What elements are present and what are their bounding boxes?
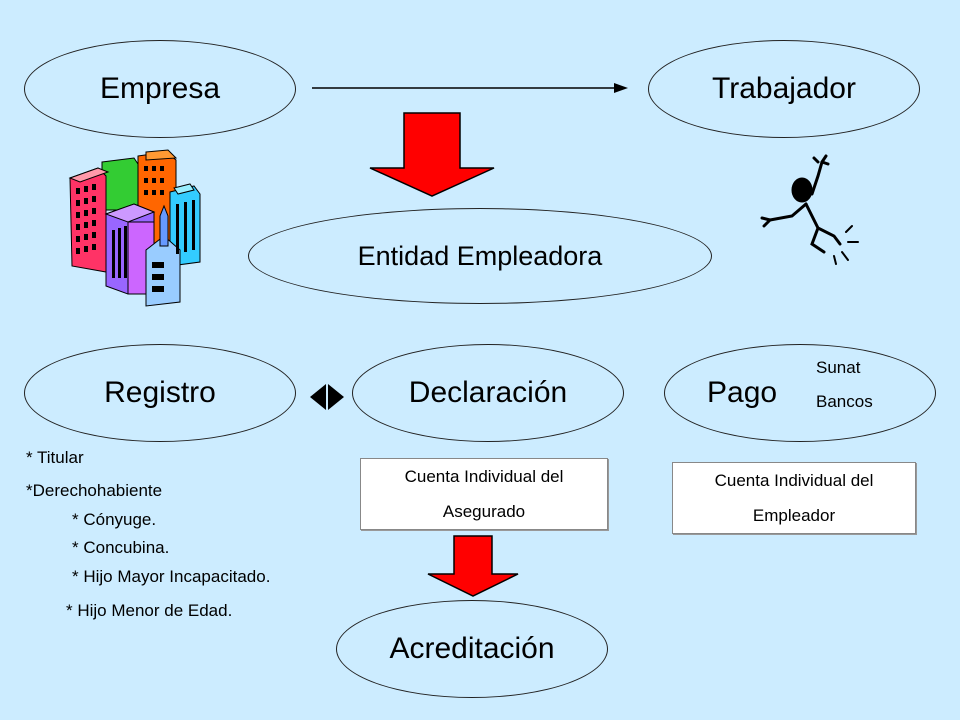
list-item: * Cónyuge. — [72, 510, 157, 529]
list-item: * Hijo Menor de Edad. — [66, 601, 233, 620]
list-item: * Hijo Mayor Incapacitado. — [72, 567, 271, 586]
node-pago-label: Pago — [707, 376, 778, 409]
box-asegurado-line-2: Asegurado — [442, 502, 526, 521]
pago-option-sunat: Sunat — [816, 358, 861, 377]
list-item: *Derechohabiente — [26, 481, 163, 500]
jumping-person-clipart — [760, 154, 859, 265]
list-item: * Titular — [26, 448, 84, 467]
down-arrow-to-acreditacion — [427, 535, 519, 597]
node-acreditacion: Acreditación — [336, 600, 608, 698]
cuenta-individual-asegurado-box: Cuenta Individual del Asegurado — [360, 458, 608, 530]
empresa-to-trabajador-arrow — [312, 83, 628, 93]
cuenta-individual-empleador-box: Cuenta Individual del Empleador — [672, 462, 916, 534]
node-empresa-label: Empresa — [99, 72, 221, 105]
node-entidad-empleadora: Entidad Empleadora — [248, 208, 712, 304]
node-acreditacion-label: Acreditación — [389, 632, 555, 665]
node-declaracion: Declaración — [352, 344, 624, 442]
buildings-clipart — [68, 149, 201, 307]
node-entidad-label: Entidad Empleadora — [357, 240, 603, 271]
registro-declaracion-double-arrow — [310, 384, 344, 410]
node-registro-label: Registro — [104, 376, 216, 409]
pago-option-bancos: Bancos — [816, 392, 873, 411]
node-trabajador: Trabajador — [648, 40, 920, 138]
node-trabajador-label: Trabajador — [712, 72, 856, 105]
node-declaracion-label: Declaración — [408, 376, 568, 409]
box-empleador-line-1: Cuenta Individual del — [714, 471, 874, 490]
node-empresa: Empresa — [24, 40, 296, 138]
node-registro: Registro — [24, 344, 296, 442]
box-asegurado-line-1: Cuenta Individual del — [404, 467, 564, 486]
list-item: * Concubina. — [72, 538, 170, 557]
node-pago: Pago — [664, 344, 936, 442]
down-arrow-to-entidad — [369, 112, 495, 197]
box-empleador-line-2: Empleador — [752, 506, 836, 525]
